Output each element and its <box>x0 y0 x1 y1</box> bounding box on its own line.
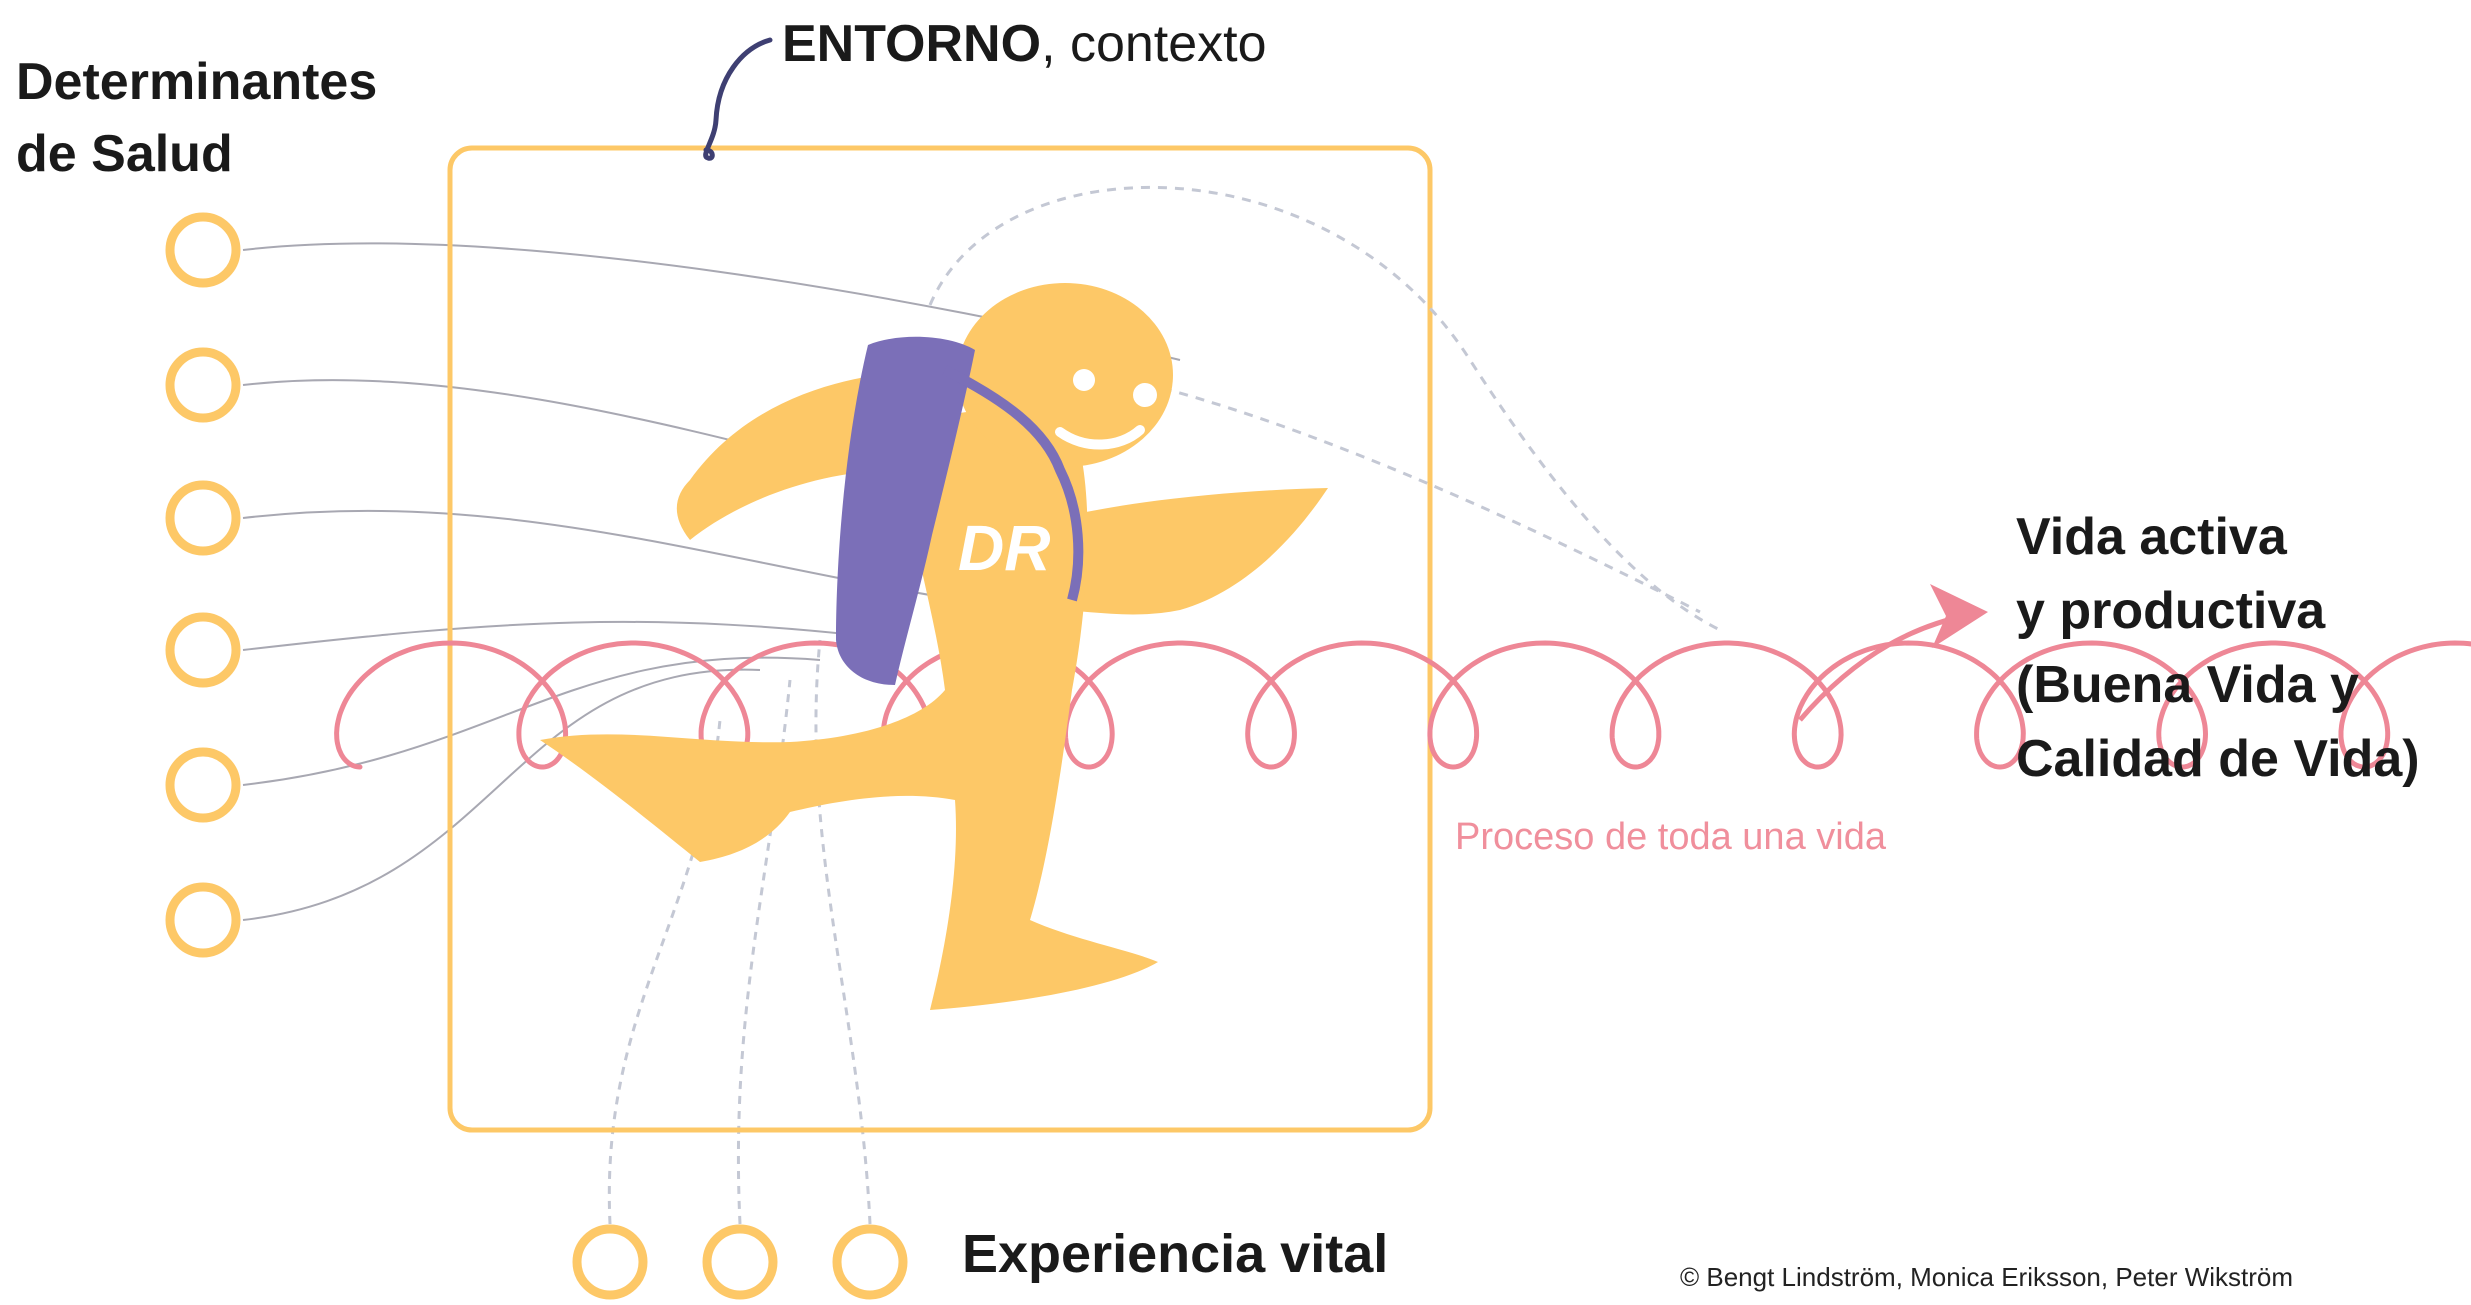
determinant-circle <box>165 347 241 423</box>
copyright-notice: © Bengt Lindström, Monica Eriksson, Pete… <box>1680 1262 2294 1292</box>
figure-body <box>540 411 1158 1010</box>
determinant-connector-line <box>242 668 761 921</box>
figure-smile <box>1055 425 1145 450</box>
figure-eye <box>1073 369 1095 391</box>
dashed-arc-inner <box>1129 378 1701 614</box>
environment-label-rest: , contexto <box>1041 15 1267 73</box>
environment-label: ENTORNO, contexto <box>782 12 1267 76</box>
dashed-arc <box>928 185 1721 632</box>
environment-label-bold: ENTORNO <box>782 15 1042 73</box>
experience-circle <box>572 1224 648 1300</box>
outcome-label: Vida activa y productiva (Buena Vida y Cali… <box>2016 500 2420 796</box>
outcome-line4: Calidad de Vida) <box>2016 730 2420 788</box>
experience-circle <box>832 1224 908 1300</box>
backpack-strap <box>942 365 1084 602</box>
determinant-connector-line <box>242 656 821 786</box>
environment-box <box>447 145 1433 1133</box>
figure-eye-right <box>1133 383 1157 407</box>
determinants-title: Determinantes de Salud <box>16 46 377 190</box>
determinant-circle <box>165 612 241 688</box>
determinant-circle <box>165 882 241 958</box>
determinants-title-line1: Determinantes <box>16 53 378 111</box>
determinant-circle <box>165 212 241 288</box>
environment-hook-line <box>703 37 773 161</box>
backpack <box>836 336 975 685</box>
outcome-line3: (Buena Vida y <box>2016 656 2359 714</box>
backpack-text: DR <box>958 512 1050 584</box>
determinant-circle <box>165 480 241 556</box>
figure-front-arm <box>1050 488 1328 615</box>
determinants-title-line2: de Salud <box>16 125 233 183</box>
life-process-coil <box>334 640 2471 770</box>
experience-connector-line <box>814 639 872 1225</box>
life-process-arrowhead <box>1930 584 1988 648</box>
determinant-circle <box>165 747 241 823</box>
life-experience-label: Experiencia vital <box>962 1224 1389 1284</box>
experience-circles <box>572 1224 908 1300</box>
process-label: Proceso de toda una vida <box>1455 816 1886 858</box>
person-figure: DR <box>540 283 1328 1010</box>
outcome-line2: y productiva <box>2016 582 2326 640</box>
experience-circle <box>702 1224 778 1300</box>
figure-head <box>957 283 1173 467</box>
determinant-circles <box>165 212 241 958</box>
outcome-line1: Vida activa <box>2016 508 2287 566</box>
determinant-connector-line <box>242 620 901 651</box>
experience-connector-lines <box>607 639 872 1225</box>
